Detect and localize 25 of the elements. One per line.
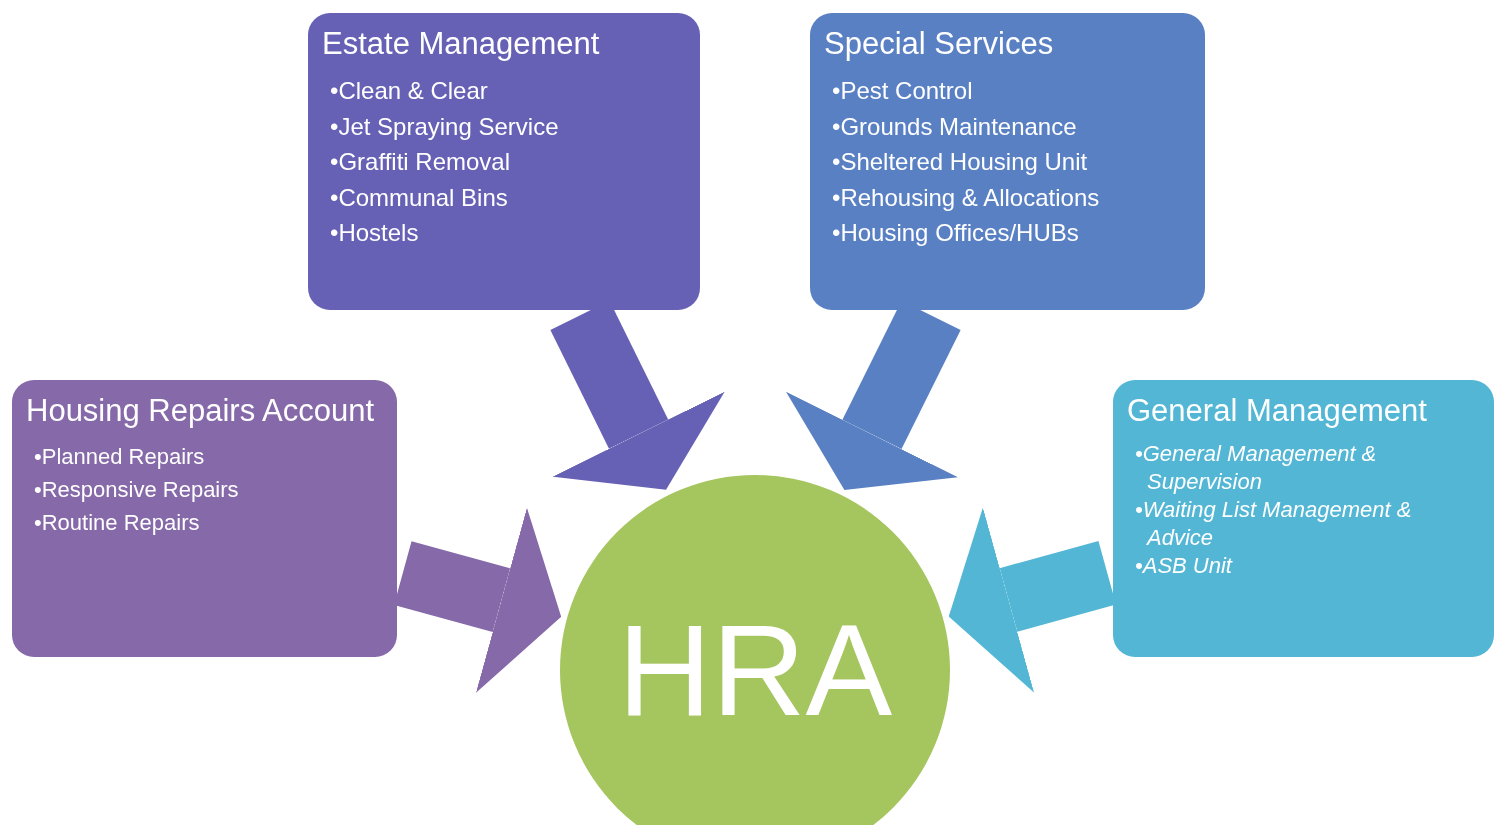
- box-heading: Estate Management: [322, 25, 601, 63]
- bullet-item: •Planned Repairs: [33, 443, 206, 471]
- bullet-item: •Routine Repairs: [33, 509, 201, 537]
- bullet-item: •ASB Unit: [1134, 552, 1234, 580]
- category-box: [1113, 380, 1494, 657]
- box-heading: General Management: [1127, 392, 1428, 430]
- bullet-item: •Jet Spraying Service: [329, 111, 560, 142]
- box-heading: Housing Repairs Account: [26, 392, 376, 430]
- category-box: [308, 13, 700, 310]
- bullet-item: •Hostels: [329, 218, 420, 248]
- bullet-item: •Graffiti Removal: [329, 147, 511, 177]
- bullet-item: •Housing Offices/HUBs: [831, 218, 1080, 248]
- bullet-item: •Responsive Repairs: [33, 476, 240, 504]
- category-box: [12, 380, 397, 657]
- bullet-item: •Sheltered Housing Unit: [831, 147, 1089, 177]
- hub-label: HRA: [617, 605, 893, 735]
- box-heading: Special Services: [824, 25, 1055, 63]
- bullet-item: •Grounds Maintenance: [831, 111, 1078, 142]
- bullet-item: •Pest Control: [831, 76, 974, 106]
- bullet-item: •Communal Bins: [329, 182, 509, 213]
- category-box: [810, 13, 1205, 310]
- bullet-item: •General Management & Supervision: [1134, 440, 1378, 496]
- bullet-item: •Clean & Clear: [329, 76, 489, 106]
- bullet-item: •Waiting List Management & Advice: [1134, 496, 1413, 552]
- bullet-item: •Rehousing & Allocations: [831, 182, 1101, 213]
